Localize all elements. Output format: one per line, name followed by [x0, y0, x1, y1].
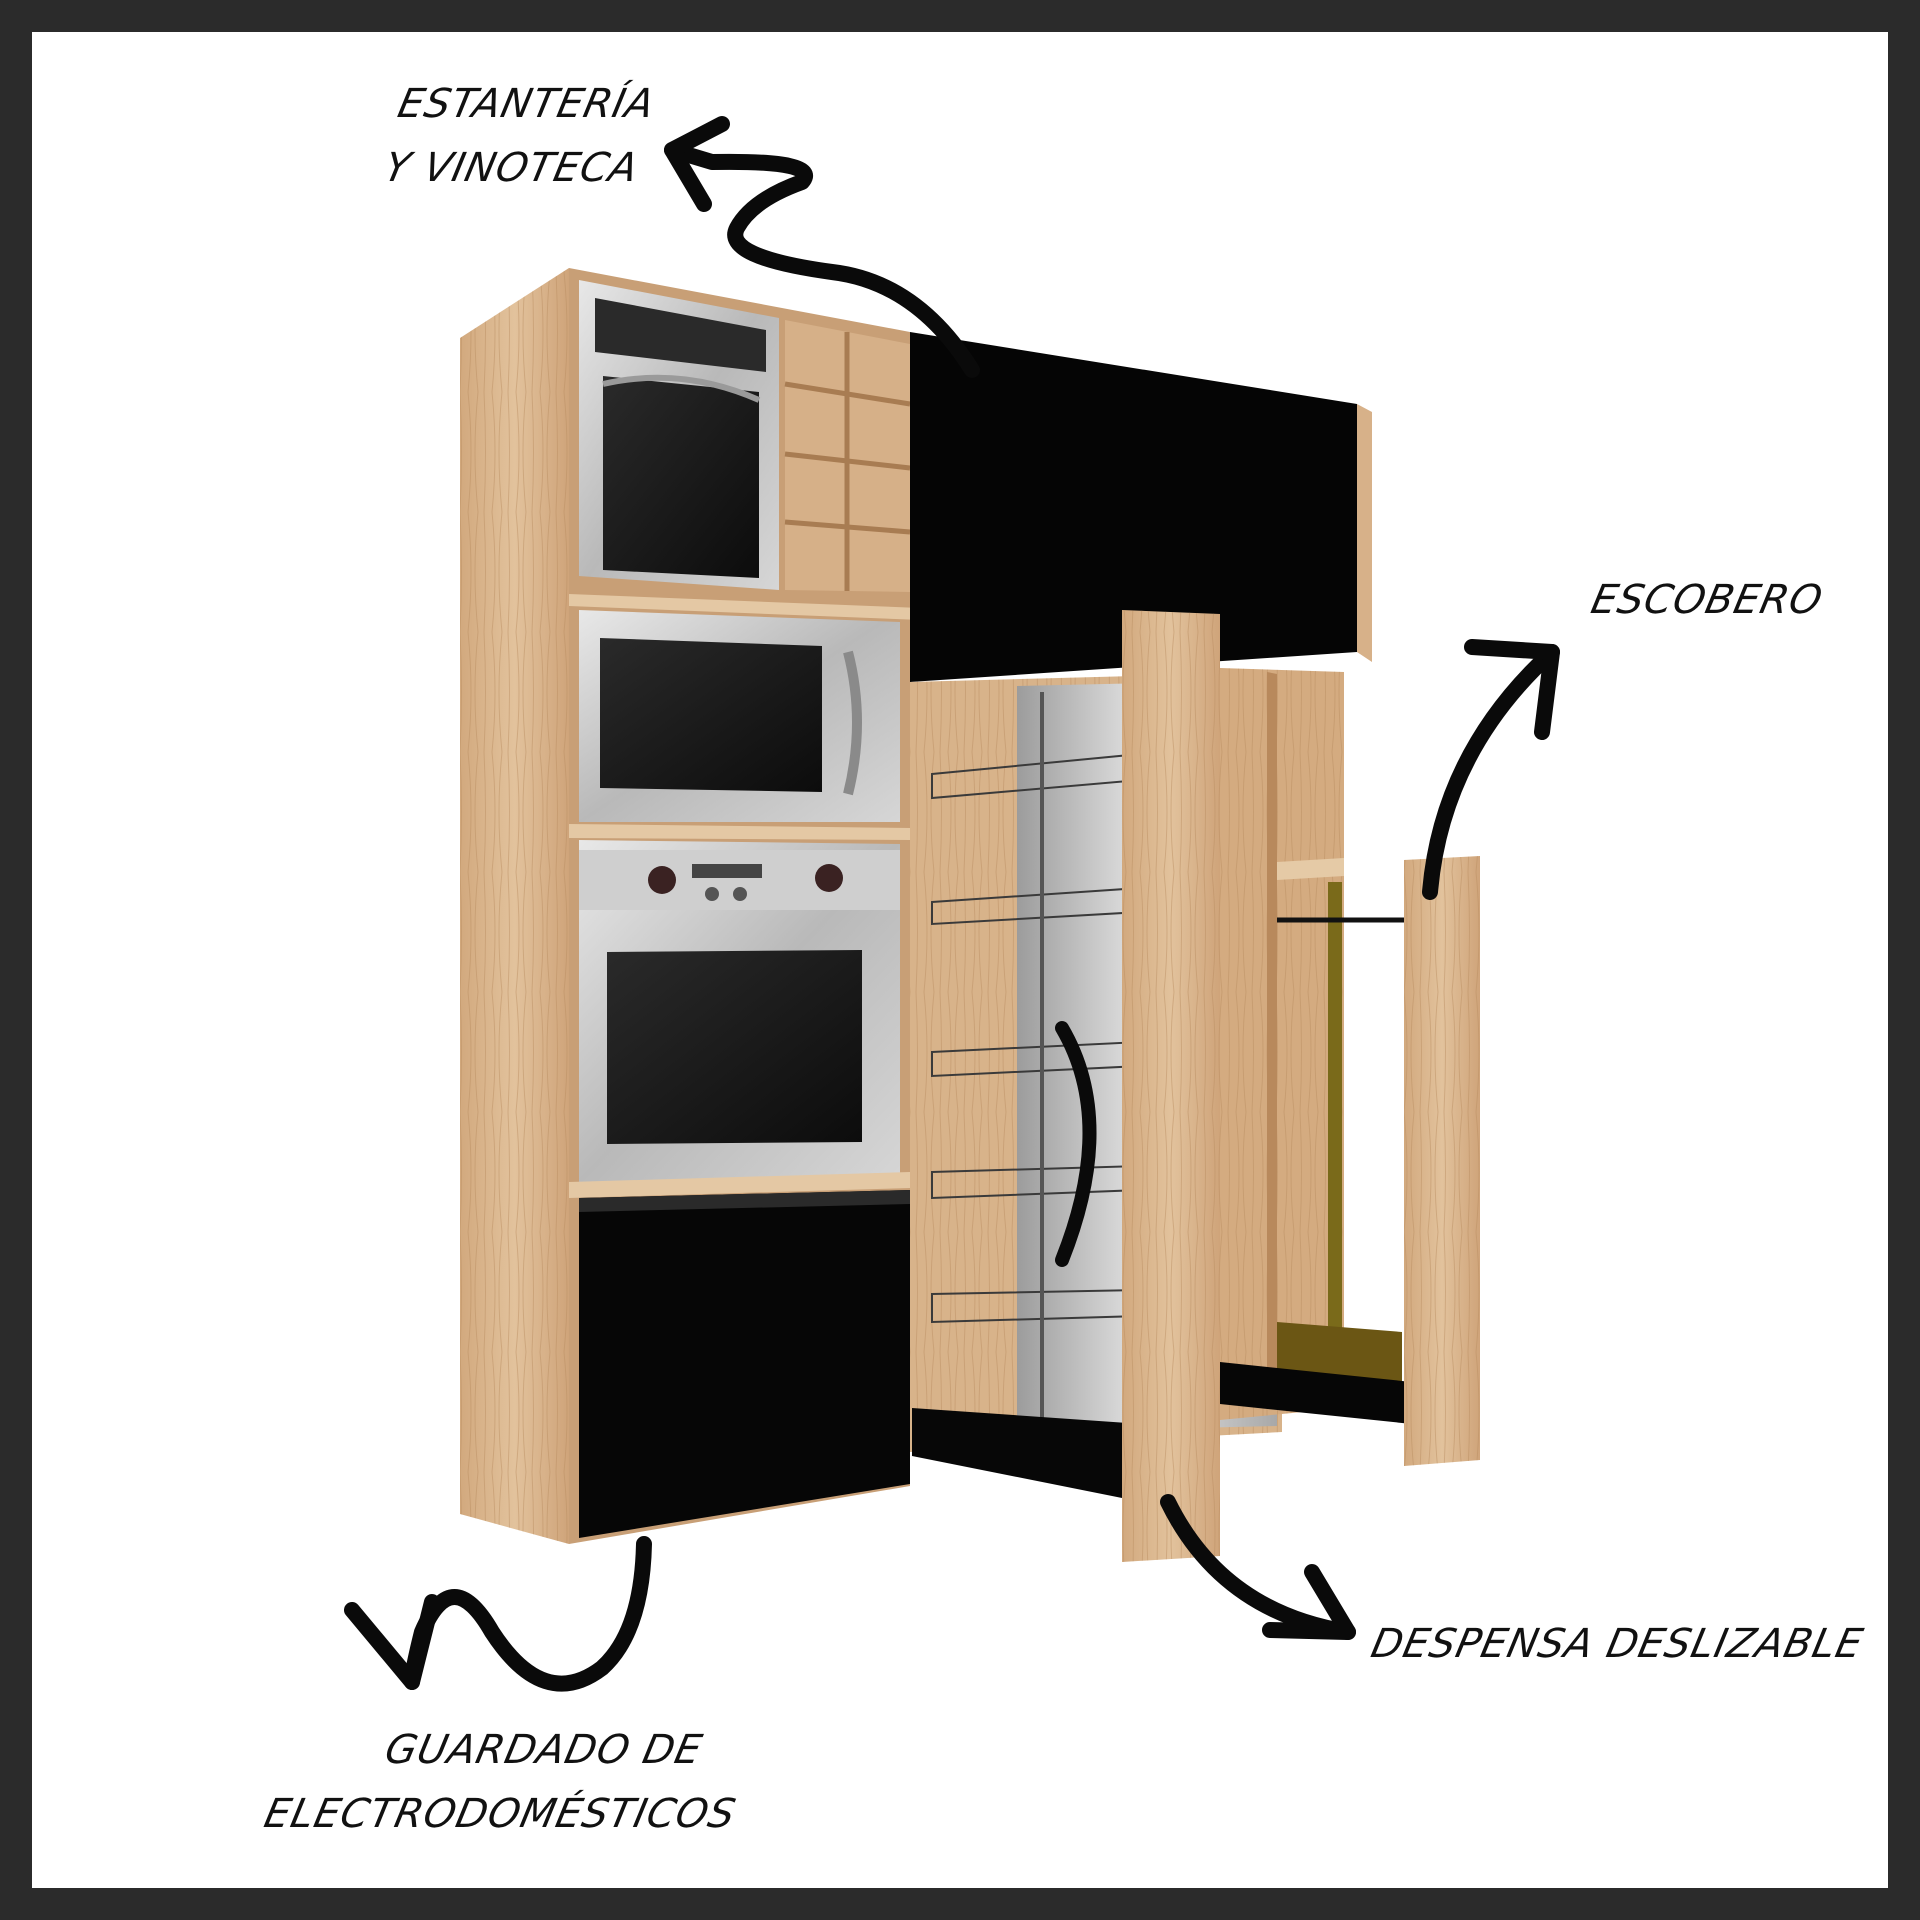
label-appliances-line2: ELECTRODOMÉSTICOS [260, 1791, 741, 1837]
sliding-indicator-arrow [1055, 1021, 1097, 1267]
upper-black-panel [910, 332, 1372, 682]
arrow-pantry [1160, 1494, 1356, 1640]
shelf-divider-2 [569, 824, 910, 840]
shelf-divider-1 [569, 594, 920, 620]
pantry-base [912, 1408, 1142, 1502]
label-appliances-line1: GUARDADO DE [381, 1727, 707, 1773]
label-shelving: ESTANTERÍA Y VINOTECA [378, 72, 661, 200]
upper-oven [579, 280, 779, 590]
arrow-appliances [344, 1536, 652, 1692]
broom-sliding-panel [1404, 856, 1480, 1466]
main-oven [579, 840, 900, 1182]
label-broom: ESCOBERO [1585, 568, 1829, 632]
arrow-broom [1422, 639, 1560, 900]
sliding-pantry-front [1122, 610, 1220, 1562]
broom-cabinet [1220, 668, 1420, 1424]
label-shelving-line2: Y VINOTECA [380, 145, 643, 191]
left-side-panel [460, 268, 569, 1544]
label-shelving-line1: ESTANTERÍA [393, 81, 660, 127]
cabinet-illustration [344, 116, 1560, 1692]
white-canvas: ESTANTERÍA Y VINOTECA ESCOBERO DESPENSA … [32, 32, 1888, 1888]
label-appliances: GUARDADO DE ELECTRODOMÉSTICOS [258, 1718, 755, 1846]
arrow-shelving [664, 116, 980, 378]
label-broom-line1: ESCOBERO [1587, 577, 1827, 623]
microwave [579, 610, 900, 822]
label-pantry: DESPENSA DESLIZABLE [1365, 1612, 1869, 1676]
pantry-wire-baskets [931, 692, 1141, 1432]
wine-rack [784, 320, 911, 592]
label-pantry-line1: DESPENSA DESLIZABLE [1367, 1621, 1868, 1667]
appliance-storage-door [579, 1190, 910, 1538]
shelf-divider-3 [569, 1172, 910, 1198]
